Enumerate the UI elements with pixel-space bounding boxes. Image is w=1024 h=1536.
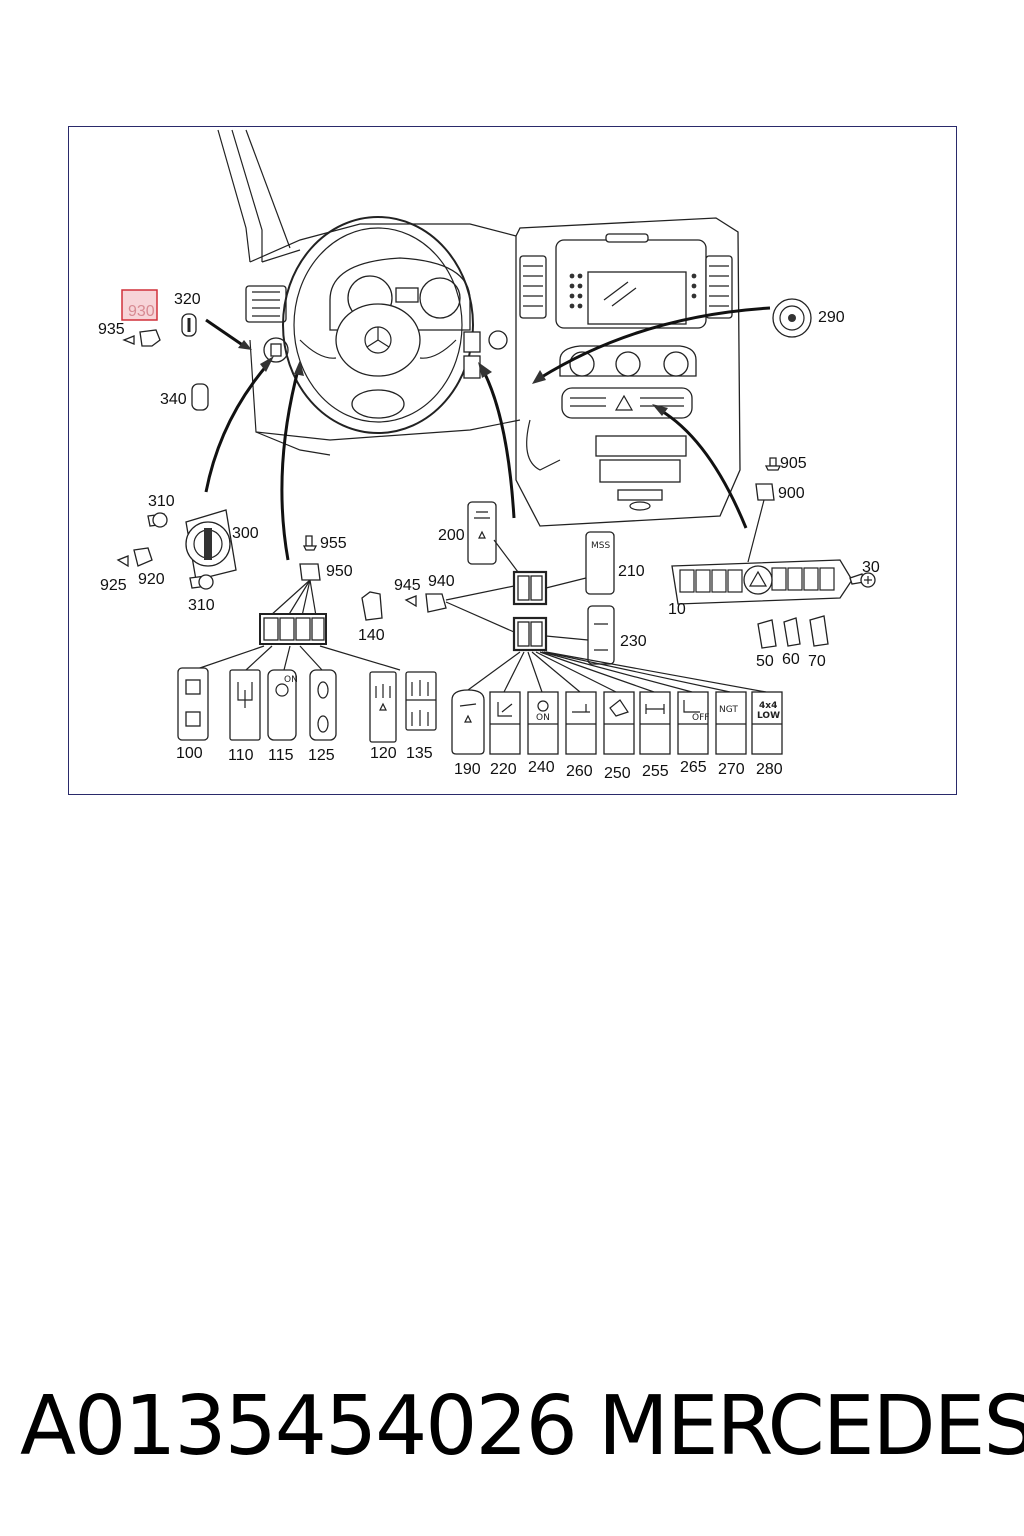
assembly-arrows — [204, 306, 771, 561]
callout-255: 255 — [642, 763, 669, 780]
part-290: 290 — [772, 298, 845, 338]
callout-925: 925 — [100, 577, 127, 594]
callout-230: 230 — [620, 633, 647, 650]
part-group-10: 905 900 10 30 50 60 70 — [668, 455, 880, 670]
switch-210-mss-text: MSS — [591, 541, 610, 551]
callout-930: 930 — [128, 303, 155, 320]
callout-120: 120 — [370, 745, 397, 762]
callout-50: 50 — [756, 653, 774, 670]
part-140: 140 — [358, 591, 385, 644]
callout-310-bottom: 310 — [188, 597, 215, 614]
switch-265-off-text: OFF — [692, 713, 709, 723]
callout-290: 290 — [818, 309, 845, 326]
callout-945: 945 — [394, 577, 421, 594]
callout-280: 280 — [756, 761, 783, 778]
callout-100: 100 — [176, 745, 203, 762]
switch-270-ngt-text: NGT — [719, 705, 738, 715]
callout-270: 270 — [718, 761, 745, 778]
callout-135: 135 — [406, 745, 433, 762]
caption-bar: A0135454026 MERCEDES — [0, 1372, 1024, 1482]
callout-210: 210 — [618, 563, 645, 580]
switch-240-on-text: ON — [536, 713, 550, 723]
callout-340: 340 — [160, 391, 187, 408]
switch-faces-left: 100 110 ON 115 125 120 135 — [176, 667, 437, 764]
part-group-930: 930 935 320 340 — [98, 289, 209, 411]
switch-faces-bottom: 190 220 ON 240 260 250 255 OFF 265 NGT 2… — [451, 689, 783, 782]
switch-115-on-text: ON — [284, 675, 298, 685]
diagram-frame — [68, 126, 957, 795]
callout-125: 125 — [308, 747, 335, 764]
callout-110: 110 — [228, 747, 254, 764]
callout-60: 60 — [782, 651, 800, 668]
callout-200: 200 — [438, 527, 465, 544]
callout-140: 140 — [358, 627, 385, 644]
callout-115: 115 — [268, 747, 294, 764]
callout-190: 190 — [454, 761, 481, 778]
callout-955: 955 — [320, 535, 347, 552]
callout-240: 240 — [528, 759, 555, 776]
callout-70: 70 — [808, 653, 826, 670]
callout-260: 260 — [566, 763, 593, 780]
part-number: A0135454026 — [20, 1379, 578, 1474]
brand-name: MERCEDES — [598, 1379, 1024, 1474]
exploded-parts-diagram: 930 935 320 340 310 300 925 920 310 955 … — [98, 129, 880, 782]
part-group-300: 310 300 925 920 310 — [100, 493, 259, 614]
callout-10: 10 — [668, 601, 686, 618]
callout-320: 320 — [174, 291, 201, 308]
callout-905: 905 — [780, 455, 807, 472]
callout-940: 940 — [428, 573, 455, 590]
part-group-940: 200 MSS 210 945 940 230 — [394, 501, 767, 693]
callout-920: 920 — [138, 571, 165, 588]
callout-950: 950 — [326, 563, 353, 580]
callout-310-top: 310 — [148, 493, 175, 510]
callout-935: 935 — [98, 321, 125, 338]
callout-265: 265 — [680, 759, 707, 776]
callout-30: 30 — [862, 559, 880, 576]
part-group-950: 955 950 — [193, 535, 401, 671]
callout-220: 220 — [490, 761, 517, 778]
switch-280-4x4-text: 4x4 — [759, 701, 777, 711]
dashboard-illustration — [217, 129, 741, 527]
callout-300: 300 — [232, 525, 259, 542]
callout-250: 250 — [604, 765, 631, 782]
switch-280-low-text: LOW — [757, 711, 780, 721]
callout-900: 900 — [778, 485, 805, 502]
